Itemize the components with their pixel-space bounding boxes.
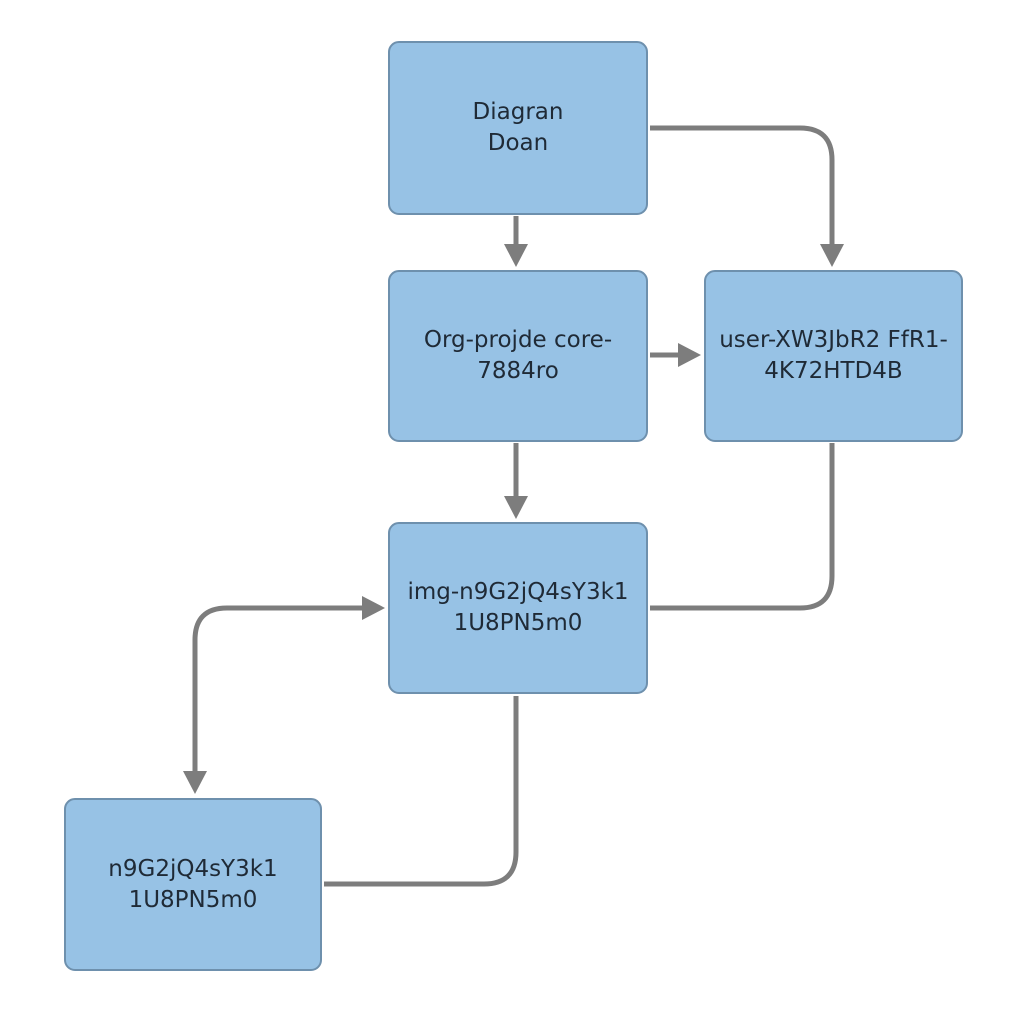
edge-diagram-to-user: [650, 125, 835, 246]
node-img-label: img-n9G2jQ4sY3k1 1U8PN5m0: [407, 579, 629, 636]
edge-n9-to-img: [192, 605, 364, 772]
node-org-projde-core-label: Org-projde core- 7884ro: [423, 327, 613, 384]
arrowhead-img-to-n9: [183, 771, 207, 794]
arrowhead-diagram-to-user: [820, 244, 844, 267]
node-img[interactable]: img-n9G2jQ4sY3k1 1U8PN5m0: [388, 522, 648, 694]
node-org-projde-core[interactable]: Org-projde core- 7884ro: [388, 270, 648, 442]
arrowhead-org-to-img: [504, 496, 528, 519]
arrowhead-n9-to-img: [362, 596, 385, 620]
arrowhead-org-to-user: [678, 343, 701, 367]
node-user-label: user-XW3JbR2 FfR1- 4K72HTD4B: [719, 327, 948, 384]
node-diagram-doan[interactable]: Diagran Doan: [388, 41, 648, 215]
edge-img-to-n9: [324, 696, 519, 887]
node-n9[interactable]: n9G2jQ4sY3k1 1U8PN5m0: [64, 798, 322, 971]
edge-user-to-img: [650, 443, 835, 611]
node-n9-label: n9G2jQ4sY3k1 1U8PN5m0: [108, 855, 278, 913]
node-diagram-doan-label: Diagran Doan: [472, 99, 564, 156]
arrowhead-diagram-to-org: [504, 244, 528, 267]
node-user[interactable]: user-XW3JbR2 FfR1- 4K72HTD4B: [704, 270, 963, 442]
